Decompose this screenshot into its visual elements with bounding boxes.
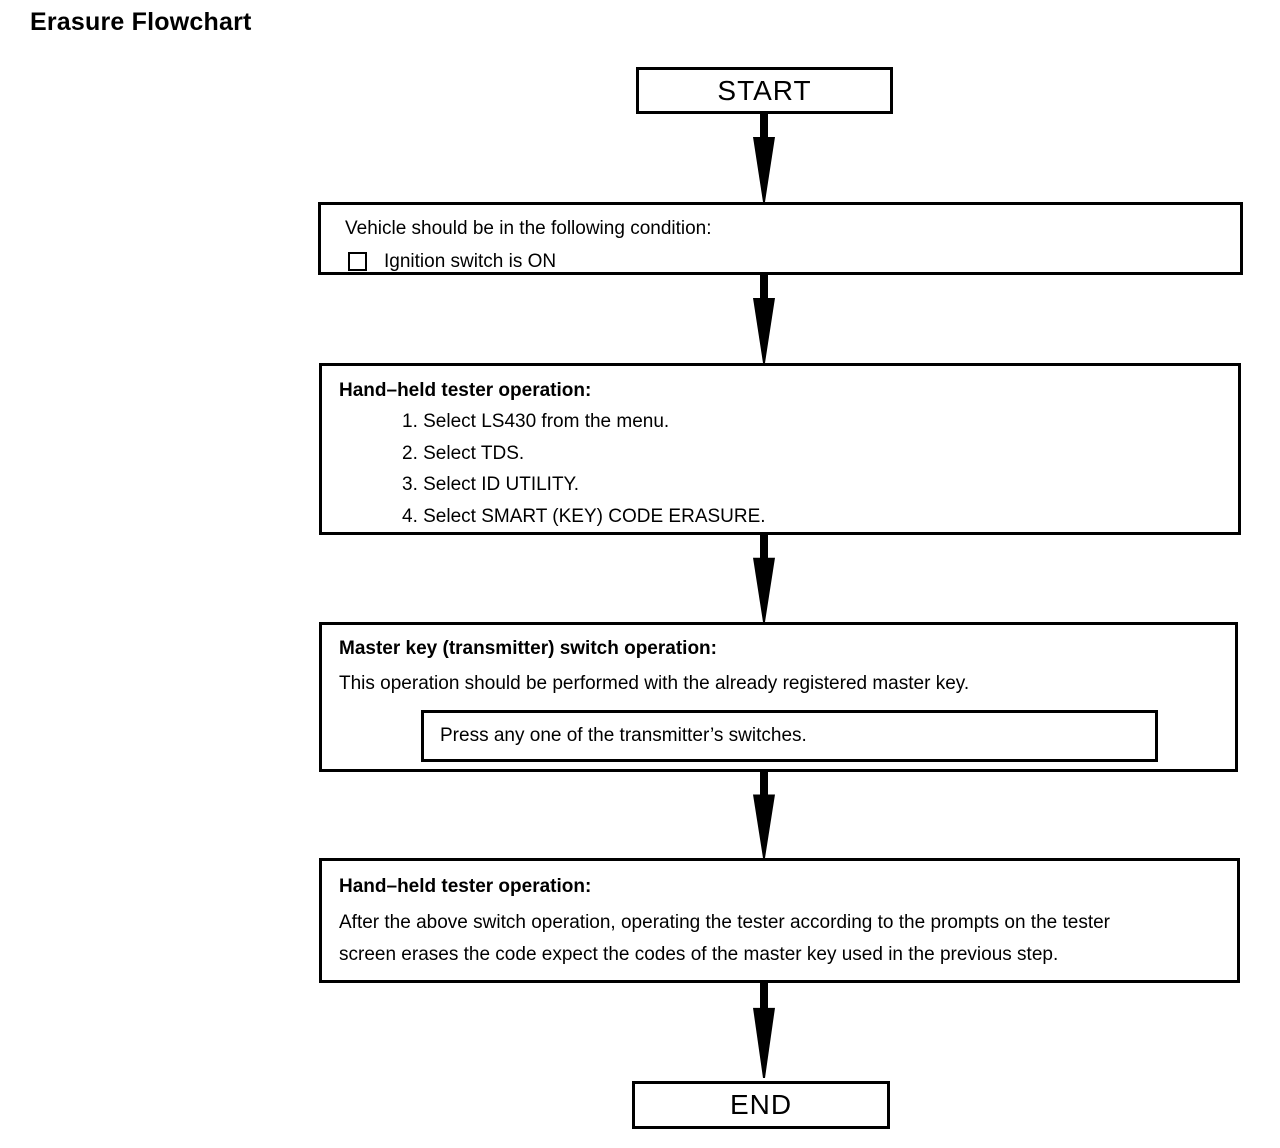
list-item: 3. Select ID UTILITY. [402, 474, 580, 495]
down-arrow-icon [752, 114, 776, 202]
checkbox-icon [348, 252, 367, 271]
step-box-tester-operation-2: Hand–held tester operation: After the ab… [319, 858, 1240, 983]
list-item: 4. Select SMART (KEY) CODE ERASURE. [402, 505, 766, 527]
start-label: START [717, 74, 812, 106]
step-line: Vehicle should be in the following condi… [345, 218, 712, 239]
list-item: 2. Select TDS. [402, 442, 525, 464]
step-heading: Hand–held tester operation: [339, 876, 592, 897]
step-box-vehicle-condition: Vehicle should be in the following condi… [318, 202, 1243, 275]
step-box-tester-operation-1: Hand–held tester operation: 1. Select LS… [319, 363, 1241, 535]
list-item: 1. Select LS430 from the menu. [402, 411, 670, 432]
start-node: START [636, 67, 893, 114]
tester-menu-list: 1. Select LS430 from the menu. 2. Select… [402, 406, 1218, 532]
step-heading: Master key (transmitter) switch operatio… [339, 638, 717, 659]
step-body-line: screen erases the code expect the codes … [339, 943, 1059, 965]
down-arrow-icon [752, 535, 776, 622]
step-body-line: After the above switch operation, operat… [339, 912, 1111, 933]
checkbox-label: Ignition switch is ON [384, 251, 557, 272]
down-arrow-icon [752, 983, 776, 1078]
down-arrow-icon [752, 275, 776, 363]
checklist-item: Ignition switch is ON [348, 246, 1220, 277]
step-body: This operation should be performed with … [339, 673, 970, 694]
step-heading: Hand–held tester operation: [339, 380, 592, 401]
end-node: END [632, 1081, 890, 1129]
action-label: Press any one of the transmitter’s switc… [440, 725, 807, 746]
page-title: Erasure Flowchart [30, 8, 252, 36]
down-arrow-icon [752, 772, 776, 858]
end-label: END [729, 1089, 793, 1120]
step-body: After the above switch operation, operat… [339, 907, 1217, 970]
action-box-press-switch: Press any one of the transmitter’s switc… [421, 710, 1158, 762]
